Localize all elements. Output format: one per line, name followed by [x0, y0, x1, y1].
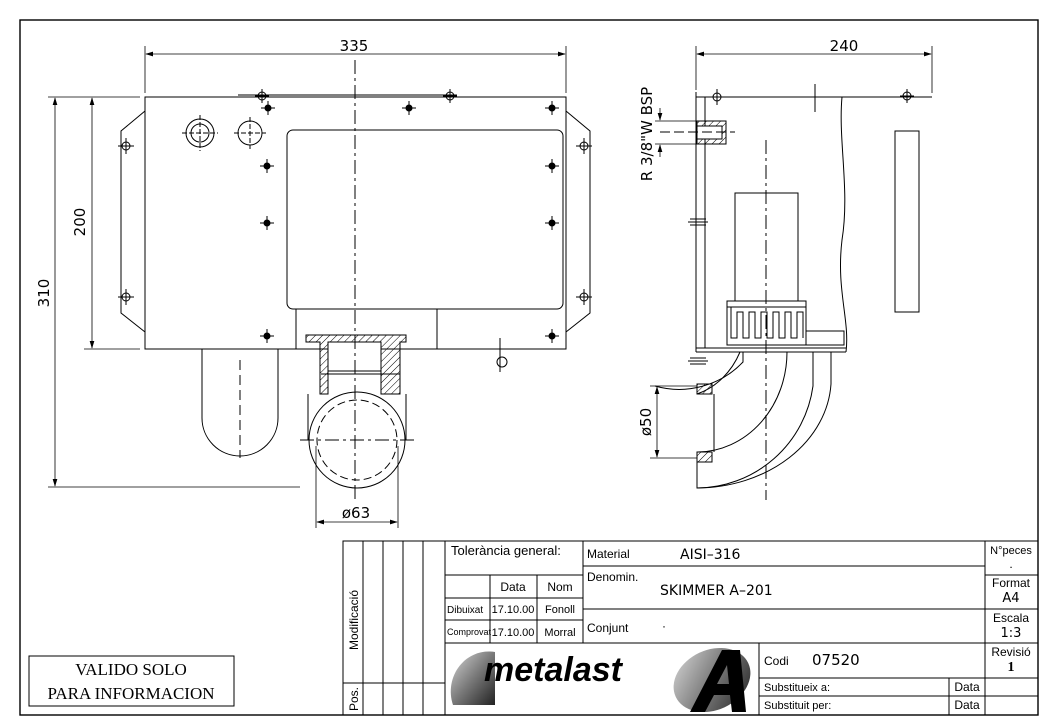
tolerance-label: Tolerància general:: [451, 543, 561, 558]
dim-thread: R 3/8"W BSP: [638, 87, 656, 181]
revision-label: Revisió: [991, 645, 1031, 659]
stamp-line-1: VALIDO SOLO: [75, 660, 187, 679]
code-value: 07520: [812, 651, 860, 669]
col-data-header: Data: [500, 580, 526, 594]
substituted-data-label: Data: [954, 698, 980, 712]
format-label: Format: [992, 576, 1031, 590]
pieces-label: N°peces: [990, 545, 1032, 557]
drawn-date: 17.10.00: [492, 604, 535, 616]
substitutes-label: Substitueix a:: [764, 682, 830, 694]
denomination-value: SKIMMER A–201: [660, 583, 773, 599]
scale-label: Escala: [993, 611, 1029, 625]
pieces-value: .: [1009, 557, 1012, 571]
material-value: AISI–316: [680, 547, 741, 563]
checked-date: 17.10.00: [492, 627, 535, 639]
code-label: Codi: [764, 654, 789, 668]
side-view: [654, 84, 932, 500]
checked-name: Morral: [544, 627, 575, 639]
assembly-label: Conjunt: [587, 621, 629, 635]
revision-value: 1: [1008, 660, 1015, 675]
checked-by-label: Comprovat: [447, 627, 492, 637]
pos-label: Pos.: [347, 687, 361, 711]
scale-value: 1:3: [1001, 626, 1022, 641]
stamp-line-2: PARA INFORMACION: [47, 684, 214, 703]
drawn-by-label: Dibuixat: [447, 605, 483, 616]
dim-side-width: 240: [830, 37, 859, 55]
material-label: Material: [587, 547, 630, 561]
dim-height-200: 200: [71, 208, 89, 237]
front-dimensions: [48, 46, 567, 528]
format-value: A4: [1002, 591, 1019, 606]
dim-height-310: 310: [35, 279, 53, 308]
denomination-label: Denomin.: [587, 570, 638, 584]
info-stamp: VALIDO SOLO PARA INFORMACION: [28, 655, 235, 707]
dim-d63: ø63: [342, 504, 370, 522]
drawn-name: Fonoll: [545, 604, 575, 616]
bolt-symbols: [118, 89, 592, 343]
side-dimensions: [650, 46, 933, 459]
substitutes-data-label: Data: [954, 680, 980, 694]
dim-top-width: 335: [340, 37, 369, 55]
substituted-label: Substituit per:: [764, 700, 831, 712]
logo-text: metalast: [484, 651, 624, 689]
title-block: [342, 540, 1039, 716]
assembly-value: ·: [662, 619, 666, 633]
col-nom-header: Nom: [547, 580, 572, 594]
dim-d50: ø50: [637, 408, 655, 436]
modification-label: Modificació: [347, 590, 361, 650]
metalast-logo: metalast: [450, 647, 751, 713]
front-view: [120, 60, 591, 500]
